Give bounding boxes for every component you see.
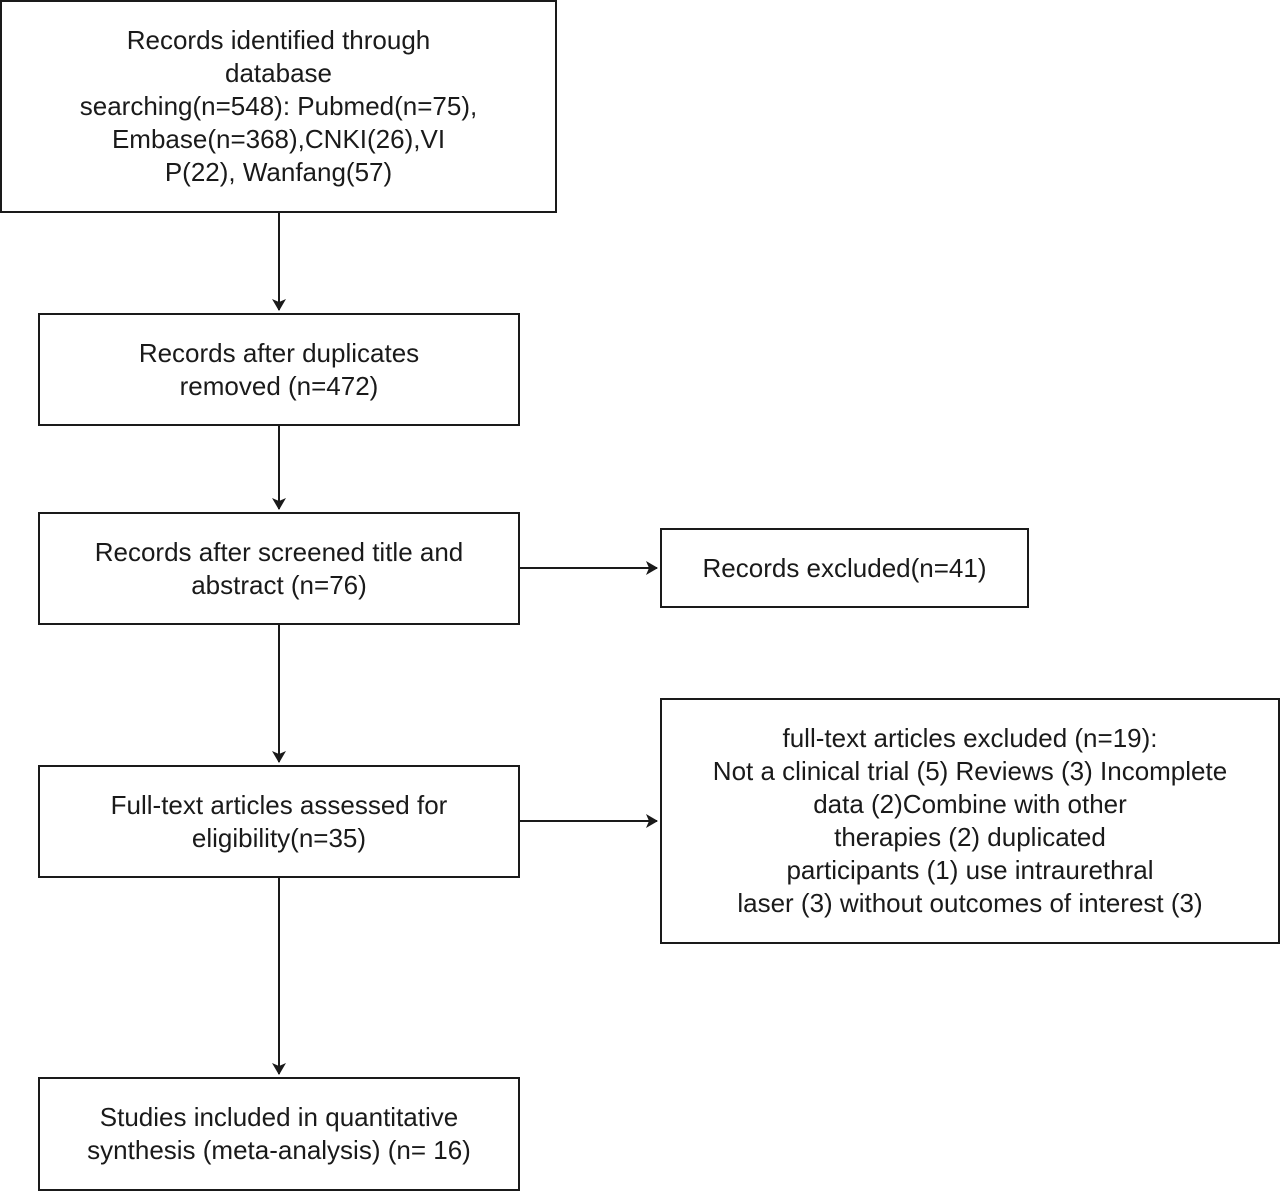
text-line: data (2)Combine with other	[813, 789, 1127, 819]
text-line: therapies (2) duplicated	[834, 822, 1106, 852]
records-excluded-box: Records excluded(n=41)	[660, 528, 1029, 608]
text-line: Not a clinical trial (5) Reviews (3) Inc…	[712, 756, 1228, 786]
fulltext-excluded-box: full-text articles excluded (n=19):Not a…	[660, 698, 1280, 944]
text-line: Studies included in quantitative	[99, 1102, 459, 1132]
text-line: synthesis (meta-analysis) (n= 16)	[87, 1135, 471, 1165]
text-line: P(22), Wanfang(57)	[164, 157, 393, 187]
text-line: removed (n=472)	[179, 370, 379, 401]
text-line: Records identified through	[126, 25, 431, 55]
text-line: eligibility(n=35)	[191, 822, 367, 853]
text-line: Embase(n=368),CNKI(26),VI	[111, 124, 446, 154]
records-excluded-text: Records excluded(n=41)	[703, 552, 987, 585]
text-line: Full-text articles assessed for	[110, 789, 448, 820]
fulltext-excluded-text: full-text articles excluded (n=19):Not a…	[713, 722, 1227, 920]
text-line: Records after duplicates	[138, 337, 420, 368]
text-line: laser (3) without outcomes of interest (…	[737, 888, 1203, 918]
text-line: database	[225, 58, 332, 88]
text-line: abstract (n=76)	[191, 569, 367, 600]
text-line: participants (1) use intraurethral	[786, 855, 1154, 885]
text-line: searching(n=548): Pubmed(n=75),	[79, 91, 478, 121]
text-line: Records after screened title and	[94, 536, 464, 567]
text-line: Records excluded(n=41)	[702, 552, 987, 583]
text-line: full-text articles excluded (n=19):	[782, 723, 1158, 753]
